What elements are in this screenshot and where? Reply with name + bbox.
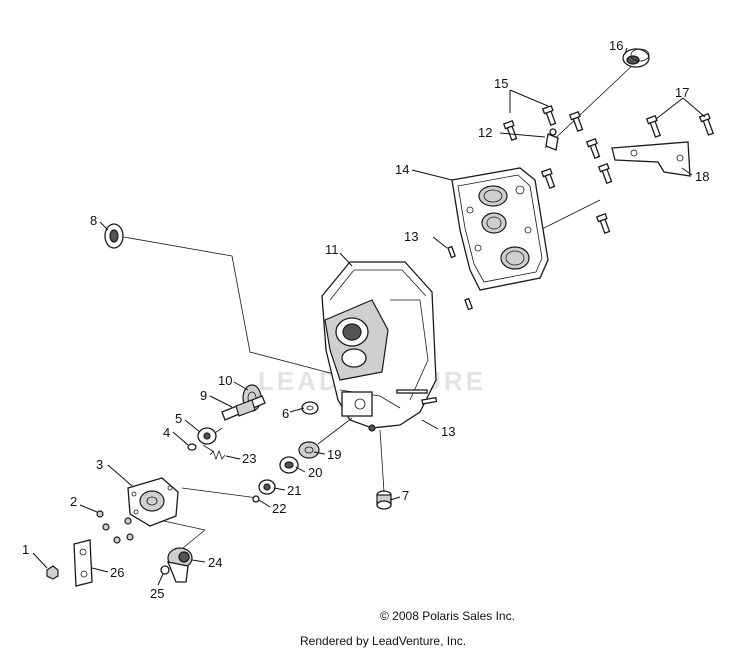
part-1-nut (46, 565, 59, 580)
part-8-seal (104, 223, 124, 249)
callout-20: 20 (308, 465, 322, 480)
callout-15: 15 (494, 76, 508, 91)
callout-25: 25 (150, 586, 164, 601)
callout-18: 18 (695, 169, 709, 184)
callout-2: 2 (70, 494, 77, 509)
callout-14: 14 (395, 162, 409, 177)
part-6-washer (301, 401, 319, 415)
part-15-bolts (502, 105, 613, 234)
copyright-notice: © 2008 Polaris Sales Inc. (380, 609, 515, 623)
callout-4: 4 (163, 425, 170, 440)
part-24-sensor (166, 547, 193, 583)
part-3-cover (127, 477, 179, 527)
part-18-bracket (611, 141, 691, 177)
part-5-bearing (197, 427, 223, 445)
callout-3: 3 (96, 457, 103, 472)
callout-23: 23 (242, 451, 256, 466)
callout-labels: 1 2 3 4 5 6 7 8 9 10 11 12 13 13 14 15 1… (22, 38, 709, 601)
rendered-by-credit: Rendered by LeadVenture, Inc. (300, 634, 467, 648)
callout-21: 21 (287, 483, 301, 498)
part-16-seal (622, 48, 650, 68)
callout-9: 9 (200, 388, 207, 403)
part-23-spring (202, 444, 226, 461)
part-12-fitting (545, 128, 559, 151)
callout-12: 12 (478, 125, 492, 140)
part-22-oring (252, 495, 260, 503)
part-17-bolts (645, 113, 715, 138)
callout-1: 1 (22, 542, 29, 557)
part-20-bearing (279, 456, 299, 474)
part-4-oring (187, 443, 197, 451)
part-7-plug (376, 429, 392, 510)
part-25-screw (160, 565, 170, 575)
callout-11: 11 (325, 242, 339, 257)
callout-leaders (32, 47, 706, 586)
callout-17: 17 (675, 85, 689, 100)
callout-13-lower: 13 (441, 424, 455, 439)
part-26-bracket (73, 539, 93, 587)
callout-10: 10 (218, 373, 232, 388)
callout-19: 19 (327, 447, 341, 462)
callout-16: 16 (609, 38, 623, 53)
callout-8: 8 (90, 213, 97, 228)
callout-5: 5 (175, 411, 182, 426)
part-2-screws (96, 510, 134, 544)
part-13-screws-upper (447, 245, 474, 311)
callout-22: 22 (272, 501, 286, 516)
part-19-gear (298, 417, 353, 459)
callout-13-upper: 13 (404, 229, 418, 244)
part-9-shaft (221, 395, 266, 421)
callout-26: 26 (110, 565, 124, 580)
callout-6: 6 (282, 406, 289, 421)
part-14-cover (451, 167, 549, 291)
part-11-housing (321, 261, 438, 432)
callout-7: 7 (402, 488, 409, 503)
part-21-bearing (258, 479, 276, 495)
callout-24: 24 (208, 555, 222, 570)
